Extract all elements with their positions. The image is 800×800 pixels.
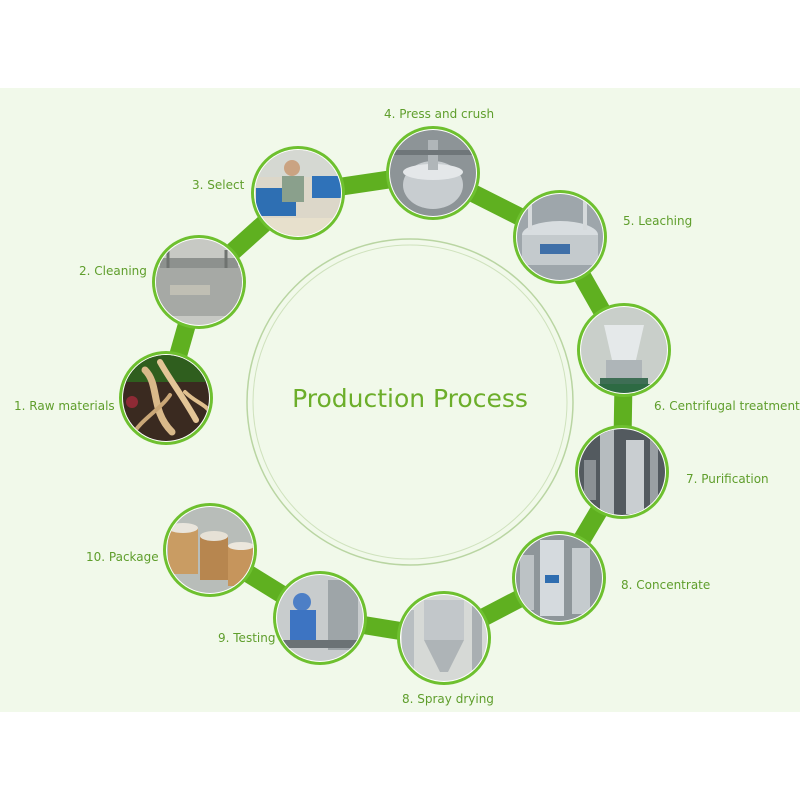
- step-node-package: [163, 503, 257, 597]
- step-label-select: 3. Select: [192, 178, 245, 192]
- step-node-cleaning: [152, 235, 246, 329]
- steel-vessel-photo: [390, 130, 476, 216]
- column-photo: [579, 429, 665, 515]
- center-rings: [246, 238, 574, 566]
- step-label-cleaning: 2. Cleaning: [79, 264, 147, 278]
- step-node-select: [251, 146, 345, 240]
- step-label-press-and-crush: 4. Press and crush: [384, 107, 495, 121]
- step-label-package: 10. Package: [86, 550, 159, 564]
- diagram-title: Production Process: [292, 384, 528, 413]
- washing-machine-photo: [156, 239, 242, 325]
- step-node-leaching: [513, 190, 607, 284]
- step-node-testing: [273, 571, 367, 665]
- worker-sorting-photo: [255, 150, 341, 236]
- step-label-spray-drying: 8. Spray drying: [402, 692, 494, 706]
- step-node-raw-materials: [119, 351, 213, 445]
- fiber-drums-photo: [167, 507, 253, 593]
- step-label-purification: 7. Purification: [686, 472, 769, 486]
- step-label-raw-materials: 1. Raw materials: [14, 399, 115, 413]
- step-label-leaching: 5. Leaching: [623, 214, 693, 228]
- step-node-spray-drying: [397, 591, 491, 685]
- step-label-testing: 9. Testing: [218, 631, 276, 645]
- step-label-centrifugal-treatment: 6. Centrifugal treatment: [654, 399, 800, 413]
- ginseng-roots-photo: [123, 355, 209, 441]
- evaporator-photo: [516, 535, 602, 621]
- centrifuge-photo: [581, 307, 667, 393]
- lab-technician-photo: [277, 575, 363, 661]
- step-node-press-and-crush: [386, 126, 480, 220]
- step-node-concentrate: [512, 531, 606, 625]
- step-node-purification: [575, 425, 669, 519]
- step-node-centrifugal-treatment: [577, 303, 671, 397]
- spray-dryer-photo: [401, 595, 487, 681]
- step-label-concentrate: 8. Concentrate: [621, 578, 711, 592]
